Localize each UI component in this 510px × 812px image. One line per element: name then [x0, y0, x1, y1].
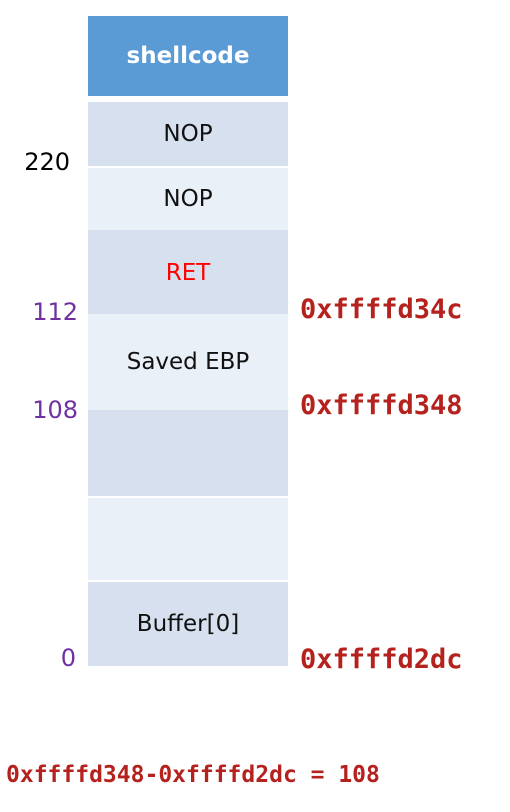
stack-diagram: shellcode NOP NOP RET Saved EBP Buffer[0… [88, 16, 288, 666]
offset-220: 220 [24, 148, 70, 176]
stack-cell-shellcode: shellcode [88, 16, 288, 96]
ret-label: RET [165, 260, 211, 286]
offset-112: 112 [32, 298, 78, 326]
offset-108: 108 [32, 396, 78, 424]
stack-cell-ret: RET [88, 230, 288, 314]
divider [88, 100, 288, 102]
stack-cell-nop-2: NOP [88, 168, 288, 230]
divider [88, 580, 288, 582]
divider [88, 496, 288, 498]
saved-ebp-label: Saved EBP [126, 349, 250, 375]
buffer-label: Buffer[0] [136, 611, 240, 637]
offset-0: 0 [60, 644, 76, 672]
stack-cell-empty-1 [88, 410, 288, 496]
nop-label-1: NOP [163, 121, 213, 147]
divider [88, 166, 288, 168]
offset-formula: 0xffffd348-0xffffd2dc = 108 [6, 762, 380, 788]
stack-cell-empty-2 [88, 498, 288, 582]
address-112: 0xffffd34c [300, 294, 463, 325]
stack-cell-nop-1: NOP [88, 102, 288, 166]
stack-cell-saved-ebp: Saved EBP [88, 314, 288, 410]
address-108: 0xffffd348 [300, 390, 463, 421]
address-0: 0xffffd2dc [300, 644, 463, 675]
stack-cell-buffer: Buffer[0] [88, 582, 288, 666]
shellcode-label: shellcode [126, 43, 250, 69]
nop-label-2: NOP [163, 186, 213, 212]
